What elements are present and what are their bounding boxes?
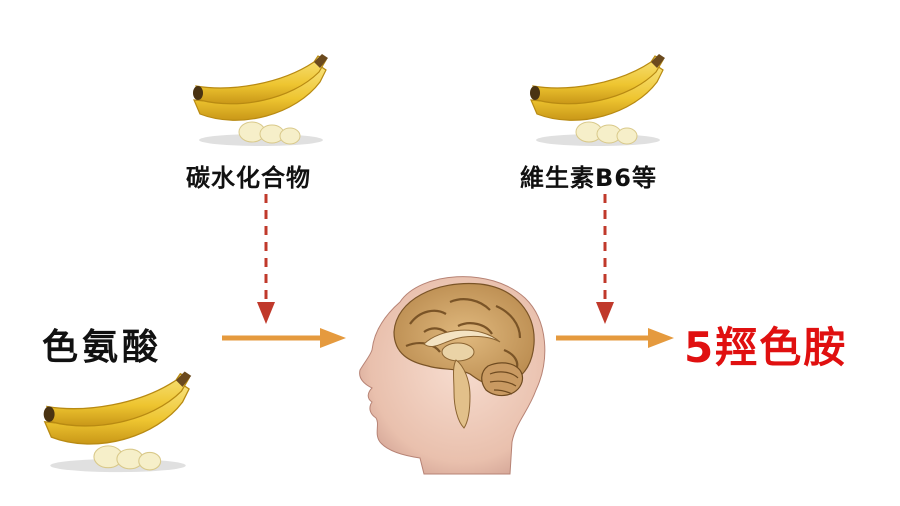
- brain-head-icon: [359, 276, 546, 475]
- dashed-arrow-vitamin: [596, 194, 614, 324]
- carbohydrate-label: 碳水化合物: [186, 164, 311, 192]
- serotonin-label: 5羥色胺: [684, 323, 848, 372]
- vitamin-b6-label: 維生素B6等: [520, 164, 657, 192]
- banana-icon: [530, 54, 665, 146]
- dashed-arrow-carbohydrate: [257, 194, 275, 324]
- arrow-tryptophan-to-brain: [222, 328, 346, 348]
- banana-icon: [43, 371, 192, 473]
- tryptophan-label: 色氨酸: [42, 327, 163, 368]
- banana-icon: [193, 54, 328, 146]
- arrow-brain-to-serotonin: [556, 328, 674, 348]
